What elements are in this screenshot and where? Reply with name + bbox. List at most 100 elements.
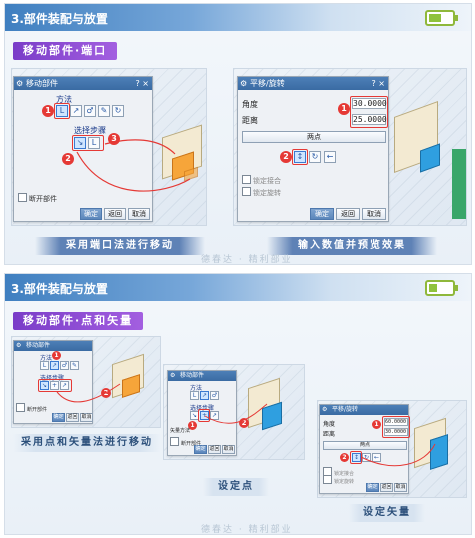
two-points-button[interactable]: 两点: [323, 441, 407, 450]
port-method-icon[interactable]: L: [56, 105, 68, 117]
dialog-title: 移动部件: [180, 372, 205, 379]
vector-method-icon[interactable]: ♂: [60, 361, 69, 370]
detach-part-checkbox[interactable]: 断开部件: [170, 437, 201, 447]
gear-icon: ⚙: [322, 406, 328, 413]
move-part-dialog-b: ⚙ 移动部件 方法 L ↗ ♂ 选择步骤 ↘ + ↗ 1 矢量方法 断开部件 确…: [167, 370, 237, 456]
step-badge: 2: [340, 453, 349, 462]
slide-title: 3.部件装配与放置: [11, 282, 108, 296]
angle-input[interactable]: 60.0000: [384, 418, 408, 426]
dialog-titlebar: ⚙ 移动部件 ? ×: [14, 77, 152, 90]
slide-title: 3.部件装配与放置: [11, 12, 108, 26]
method-section-label: 方法: [40, 355, 53, 362]
axis-method-icon[interactable]: ✎: [70, 361, 79, 370]
select-point-icon[interactable]: +: [50, 381, 59, 390]
battery-icon: [425, 10, 458, 26]
method-section-label: 方法: [56, 95, 72, 104]
ok-button[interactable]: 确定: [194, 445, 207, 454]
highlight-box: [72, 135, 104, 151]
gear-icon: ⚙: [16, 79, 24, 88]
dialog-titlebar: ⚙ 平移/旋转: [320, 405, 408, 415]
back-button[interactable]: 返回: [104, 208, 126, 220]
lock-join-checkbox[interactable]: 锁定接合: [242, 175, 281, 186]
vector-method-icon[interactable]: ♂: [84, 105, 96, 117]
lock-rotate-checkbox[interactable]: 锁定旋转: [242, 187, 281, 198]
watermark: 德春达 · 精利部业: [201, 255, 293, 265]
point-method-icon[interactable]: ↗: [200, 391, 209, 400]
section-chip: 移动部件·点和矢量: [13, 312, 144, 330]
move-part-dialog-a: ⚙ 移动部件 方法 L ↗ ♂ ✎ 1 选择步骤 ↘ + ↗ 断开部件 确定 返…: [13, 340, 93, 424]
detach-part-checkbox[interactable]: 断开部件: [18, 193, 57, 204]
select-to-port-icon[interactable]: L: [88, 137, 100, 149]
angle-label: 角度: [242, 100, 258, 109]
axis-method-icon[interactable]: ✎: [98, 105, 110, 117]
caption-port-method: 采用端口法进行移动: [35, 237, 205, 255]
dialog-title: 移动部件: [26, 342, 51, 349]
rotate-icon[interactable]: ↻: [309, 151, 321, 163]
select-vector-icon[interactable]: ↗: [60, 381, 69, 390]
dialog-titlebar: ⚙ 移动部件: [14, 341, 92, 351]
dialog-title: 移动部件: [26, 79, 58, 88]
back-button[interactable]: 返回: [336, 208, 360, 220]
step-badge: 1: [42, 105, 54, 117]
distance-label: 距离: [323, 431, 336, 438]
cancel-button[interactable]: 取消: [80, 413, 93, 422]
side-panel: [452, 149, 466, 219]
back-button[interactable]: 返回: [380, 483, 393, 492]
cancel-button[interactable]: 取消: [362, 208, 386, 220]
translate-rotate-dialog-c: ⚙ 平移/旋转 角度 60.0000 距离 30.0000 1 两点 ↕ ↻ ←…: [319, 404, 410, 494]
slide-port-method: 3.部件装配与放置 移动部件·端口 ⚙ 移动部件 ? × 方法 L ↗ ♂ ✎ …: [4, 3, 472, 265]
annotation-arrows: [56, 383, 436, 467]
distance-input[interactable]: 25.0000: [352, 114, 387, 125]
select-from-port-icon[interactable]: ↘: [74, 137, 86, 149]
highlight-box: [198, 409, 210, 422]
step-badge: 1: [338, 103, 350, 115]
point-method-icon[interactable]: ↗: [50, 361, 59, 370]
angle-label: 角度: [323, 421, 336, 428]
gear-icon: ⚙: [170, 372, 176, 379]
dialog-title: 平移/旋转: [332, 406, 359, 413]
cancel-button[interactable]: 取消: [128, 208, 150, 220]
ok-button[interactable]: 确定: [310, 208, 334, 220]
help-icon[interactable]: ?: [135, 79, 140, 88]
ok-button[interactable]: 确定: [52, 413, 65, 422]
two-points-button[interactable]: 两点: [242, 131, 386, 143]
lock-join-checkbox[interactable]: 锁定接合: [323, 467, 354, 477]
cancel-button[interactable]: 取消: [222, 445, 235, 454]
distance-input[interactable]: 30.0000: [384, 428, 408, 436]
select-step-label: 选择步骤: [74, 126, 106, 135]
ok-button[interactable]: 确定: [366, 483, 379, 492]
close-icon[interactable]: ×: [378, 79, 385, 88]
highlight-box: [350, 96, 388, 128]
back-button[interactable]: 返回: [208, 445, 221, 454]
angle-input[interactable]: 30.0000: [352, 98, 387, 109]
select-point-icon[interactable]: +: [200, 411, 209, 420]
dialog-titlebar: ⚙ 平移/旋转 ? ×: [238, 77, 388, 90]
dialog-title: 平移/旋转: [250, 79, 285, 88]
vector-method-icon[interactable]: ♂: [210, 391, 219, 400]
highlight-box: [292, 149, 308, 165]
caption-preview: 输入数值并预览效果: [267, 237, 437, 255]
select-part-icon[interactable]: ↘: [40, 381, 49, 390]
step-badge: 1: [372, 420, 381, 429]
port-method-icon[interactable]: L: [190, 391, 199, 400]
translate-icon[interactable]: ↕: [294, 151, 306, 163]
battery-icon: [425, 280, 458, 296]
rotate-method-icon[interactable]: ↻: [112, 105, 124, 117]
arrow-left-icon[interactable]: ←: [372, 453, 381, 462]
arrow-left-icon[interactable]: ←: [324, 151, 336, 163]
help-icon[interactable]: ?: [371, 79, 376, 88]
method-section-label: 方法: [190, 385, 203, 392]
detach-part-checkbox[interactable]: 断开部件: [16, 403, 47, 413]
port-method-icon[interactable]: L: [40, 361, 49, 370]
select-vector-icon[interactable]: ↗: [210, 411, 219, 420]
back-button[interactable]: 返回: [66, 413, 79, 422]
point-method-icon[interactable]: ↗: [70, 105, 82, 117]
slide-point-vector-method: 3.部件装配与放置 移动部件·点和矢量 ⚙ 移动部件 方法 L ↗ ♂ ✎ 1 …: [4, 273, 472, 535]
step-badge: 2: [62, 153, 74, 165]
cancel-button[interactable]: 取消: [394, 483, 407, 492]
ok-button[interactable]: 确定: [80, 208, 102, 220]
translate-icon[interactable]: ↕: [352, 453, 361, 462]
step-badge: 1: [52, 351, 61, 360]
close-icon[interactable]: ×: [142, 79, 149, 88]
lock-rotate-checkbox[interactable]: 锁定旋转: [323, 475, 354, 485]
